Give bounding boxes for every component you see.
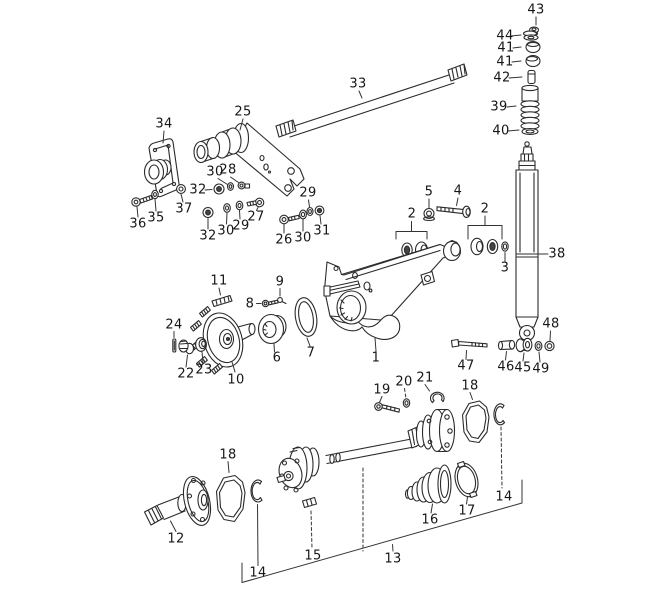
- arm-pivot-fasteners: [279, 199, 325, 234]
- part-label-30: 30: [294, 230, 312, 246]
- part-label-44: 44: [496, 28, 514, 44]
- part-label-2: 2: [407, 206, 417, 222]
- part-label-6: 6: [272, 350, 282, 366]
- part-label-12: 12: [167, 531, 185, 547]
- part-label-46: 46: [497, 359, 515, 375]
- part-label-9: 9: [275, 274, 285, 290]
- bushing-group-2-right: [467, 215, 509, 262]
- radius-arm-bracket-25: [193, 118, 305, 197]
- bracket-fasteners-upper: [217, 176, 251, 191]
- hub-studs-and-bolts: [211, 287, 287, 308]
- part-label-32: 32: [199, 228, 217, 244]
- part-label-29: 29: [232, 218, 250, 234]
- stub-axle-12: [143, 476, 212, 532]
- part-label-25: 25: [234, 104, 252, 120]
- gasket-18-left: [215, 461, 246, 523]
- part-label-1: 1: [371, 350, 381, 366]
- trailing-arm-1: [323, 239, 462, 352]
- part-label-49: 49: [532, 361, 550, 377]
- part-label-19: 19: [373, 382, 391, 398]
- part-label-26: 26: [275, 232, 293, 248]
- mounting-plate-34: [143, 130, 180, 198]
- part-label-14: 14: [495, 489, 513, 505]
- part-label-24: 24: [165, 317, 183, 333]
- part-label-7: 7: [306, 345, 316, 361]
- part-label-34: 34: [155, 116, 173, 132]
- wheel-hub-10: [186, 305, 256, 376]
- shock-lower-mount-parts: [450, 330, 555, 363]
- shock-mount-parts-column: [506, 16, 541, 136]
- part-label-14: 14: [249, 565, 267, 581]
- part-label-3: 3: [500, 260, 510, 276]
- circlip-14-right: [493, 403, 506, 489]
- gasket-18-right: [461, 392, 490, 444]
- part-label-28: 28: [219, 162, 237, 178]
- part-label-18: 18: [461, 378, 479, 394]
- spacer-ring-7: [294, 297, 318, 337]
- part-label-20: 20: [395, 374, 413, 390]
- part-label-30: 30: [206, 164, 224, 180]
- roll-pin-15: [301, 496, 318, 549]
- part-label-48: 48: [542, 316, 560, 332]
- bearing-6: [257, 313, 287, 353]
- wheel-stud: [197, 305, 213, 319]
- drive-shaft-assembly-13: [276, 408, 456, 552]
- wheel-stud: [188, 319, 204, 333]
- cv-boot-16: [404, 464, 452, 514]
- part-label-30: 30: [217, 223, 235, 239]
- part-label-31: 31: [313, 223, 331, 239]
- part-label-11: 11: [210, 273, 228, 289]
- part-label-22: 22: [177, 366, 195, 382]
- part-label-40: 40: [492, 123, 510, 139]
- hub-lock-parts: [172, 331, 207, 368]
- part-label-10: 10: [227, 372, 245, 388]
- part-label-35: 35: [147, 210, 165, 226]
- part-label-36: 36: [129, 216, 147, 232]
- torsion-bar-33: [275, 63, 468, 138]
- part-label-13: 13: [384, 551, 402, 567]
- part-label-47: 47: [457, 358, 475, 374]
- part-label-43: 43: [527, 2, 545, 18]
- cv-bolt-parts: [374, 384, 445, 413]
- part-label-37: 37: [175, 201, 193, 217]
- bracket-fasteners-lower: [202, 197, 265, 230]
- part-label-39: 39: [490, 99, 508, 115]
- pivot-bolt-and-nut: [423, 197, 471, 222]
- part-label-32: 32: [189, 182, 207, 198]
- part-label-16: 16: [421, 512, 439, 528]
- part-label-8: 8: [245, 296, 255, 312]
- part-label-45: 45: [514, 360, 532, 376]
- part-label-38: 38: [548, 246, 566, 262]
- part-label-41: 41: [497, 40, 515, 56]
- part-label-41: 41: [496, 54, 514, 70]
- part-label-4: 4: [453, 183, 463, 199]
- part-label-27: 27: [247, 209, 265, 225]
- part-label-18: 18: [219, 447, 237, 463]
- shock-absorber-38: [515, 141, 549, 342]
- plate-fasteners: [131, 183, 225, 218]
- part-label-33: 33: [349, 76, 367, 92]
- part-label-15: 15: [304, 548, 322, 564]
- boot-clamp-17: [454, 460, 479, 505]
- part-label-17: 17: [458, 503, 476, 519]
- part-label-29: 29: [299, 185, 317, 201]
- part-label-23: 23: [195, 362, 213, 378]
- part-label-2: 2: [480, 201, 490, 217]
- assembly-bracket-13: [241, 479, 523, 583]
- part-label-5: 5: [424, 184, 434, 200]
- part-label-42: 42: [493, 70, 511, 86]
- part-label-21: 21: [416, 370, 434, 386]
- circlip-14-left: [250, 479, 263, 566]
